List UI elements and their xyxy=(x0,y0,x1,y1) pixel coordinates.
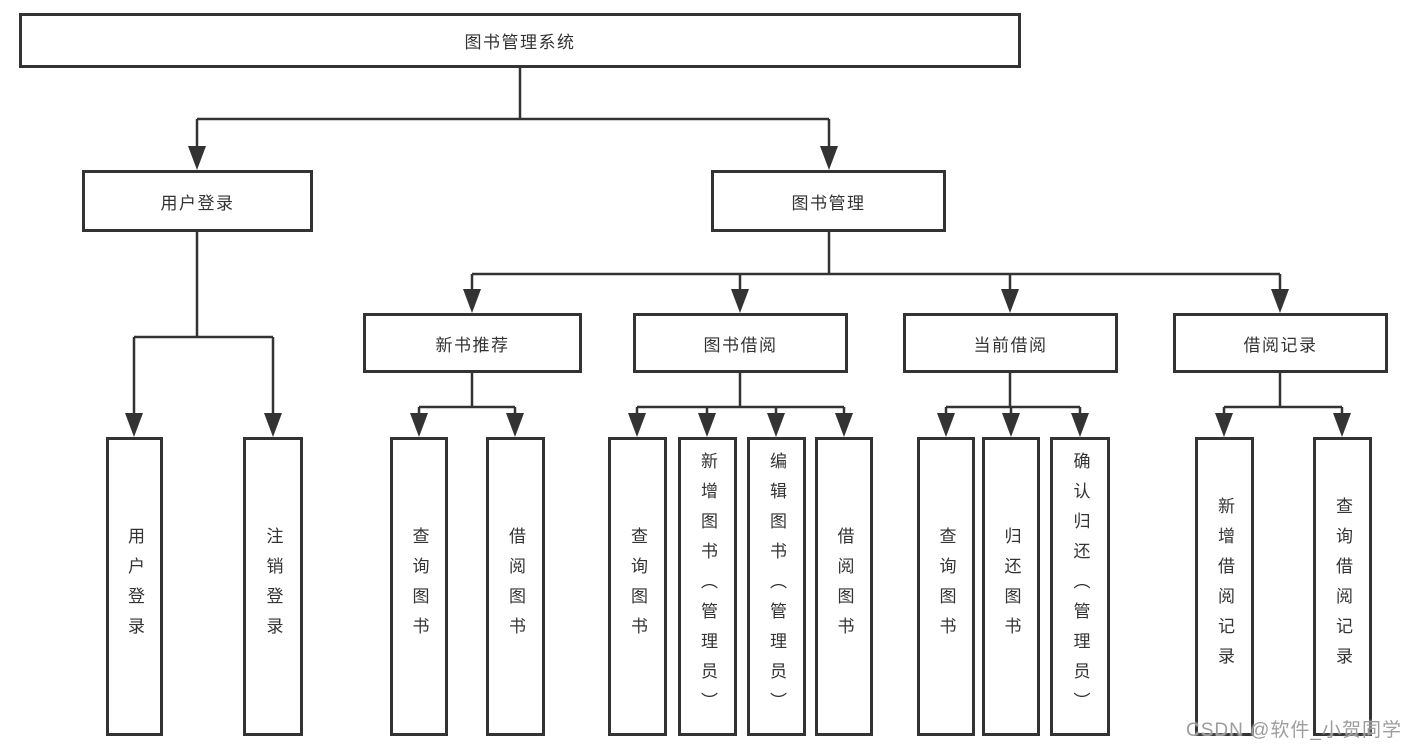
leaf-query-book-recommend-label: 查询图书 xyxy=(409,526,429,647)
leaf-return-book: 归还图书 xyxy=(982,437,1040,736)
leaf-query-borrow-record: 查询借阅记录 xyxy=(1313,437,1372,736)
leaf-query-borrow-record-label: 查询借阅记录 xyxy=(1333,496,1352,677)
leaf-user-login: 用户登录 xyxy=(106,437,163,736)
node-borrow-record: 借阅记录 xyxy=(1173,313,1388,373)
leaf-query-book-recommend: 查询图书 xyxy=(390,437,448,736)
leaf-user-login-label: 用户登录 xyxy=(125,526,144,647)
node-book-borrow-label: 图书借阅 xyxy=(703,335,778,355)
node-borrow-record-label: 借阅记录 xyxy=(1243,335,1318,355)
csdn-watermark: CSDN @软件_小贺同学 xyxy=(1186,720,1402,741)
node-book-borrow: 图书借阅 xyxy=(633,313,848,373)
leaf-query-book-current-label: 查询图书 xyxy=(936,526,956,647)
node-new-book-recommend-label: 新书推荐 xyxy=(435,335,510,355)
leaf-borrow-book-label: 借阅图书 xyxy=(834,526,854,647)
node-current-borrow-label: 当前借阅 xyxy=(973,335,1048,355)
node-user-login-branch-label: 用户登录 xyxy=(160,193,235,213)
leaf-query-book-borrow-label: 查询图书 xyxy=(628,526,647,647)
leaf-logout-label: 注销登录 xyxy=(263,526,283,647)
leaf-add-borrow-record: 新增借阅记录 xyxy=(1195,437,1254,736)
leaf-borrow-book: 借阅图书 xyxy=(815,437,873,736)
leaf-query-book-current: 查询图书 xyxy=(917,437,975,736)
leaf-borrow-book-recommend-label: 借阅图书 xyxy=(506,526,525,647)
leaf-borrow-book-recommend: 借阅图书 xyxy=(486,437,545,736)
leaf-edit-book-admin-label: 编辑图书（管理员） xyxy=(767,451,786,722)
node-book-management-branch: 图书管理 xyxy=(711,170,946,232)
leaf-add-book-admin-label: 新增图书（管理员） xyxy=(698,451,717,722)
leaf-edit-book-admin: 编辑图书（管理员） xyxy=(747,437,806,736)
node-user-login-branch: 用户登录 xyxy=(82,170,313,232)
leaf-add-book-admin: 新增图书（管理员） xyxy=(678,437,737,736)
leaf-return-book-label: 归还图书 xyxy=(1001,526,1021,647)
leaf-confirm-return-admin: 确认归还（管理员） xyxy=(1050,437,1110,736)
leaf-add-borrow-record-label: 新增借阅记录 xyxy=(1215,496,1234,677)
node-root: 图书管理系统 xyxy=(19,13,1021,68)
node-current-borrow: 当前借阅 xyxy=(903,313,1118,373)
node-root-label: 图书管理系统 xyxy=(464,33,576,52)
node-book-management-branch-label: 图书管理 xyxy=(791,193,866,213)
leaf-confirm-return-admin-label: 确认归还（管理员） xyxy=(1070,451,1090,722)
leaf-logout: 注销登录 xyxy=(243,437,303,736)
node-new-book-recommend: 新书推荐 xyxy=(363,313,582,373)
leaf-query-book-borrow: 查询图书 xyxy=(608,437,667,736)
